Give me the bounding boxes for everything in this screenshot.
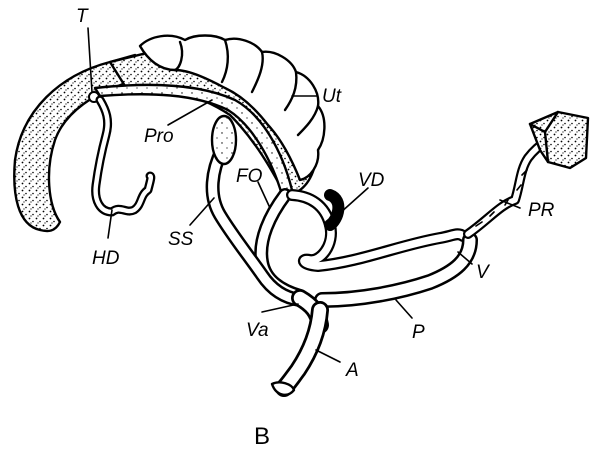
label-T: T (76, 6, 89, 27)
hermaphrodite-gland (14, 55, 135, 231)
label-VD: VD (358, 170, 385, 191)
label-A: A (345, 360, 359, 381)
label-Pro: Pro (144, 126, 174, 147)
label-HD: HD (92, 248, 120, 269)
label-FO: FO (236, 166, 263, 187)
label-PR: PR (528, 200, 555, 221)
label-P: P (412, 322, 425, 343)
leader-P (396, 300, 412, 318)
label-V: V (476, 262, 491, 283)
leader-A (316, 350, 340, 362)
leader-Va (262, 304, 298, 312)
label-Va: Va (246, 320, 269, 341)
leader-Pro (168, 100, 212, 125)
label-Ut: Ut (322, 86, 342, 107)
spermatheca (212, 116, 236, 164)
label-SS: SS (168, 229, 194, 250)
figure-caption: B (254, 423, 270, 450)
retractor-attachment (530, 112, 588, 168)
